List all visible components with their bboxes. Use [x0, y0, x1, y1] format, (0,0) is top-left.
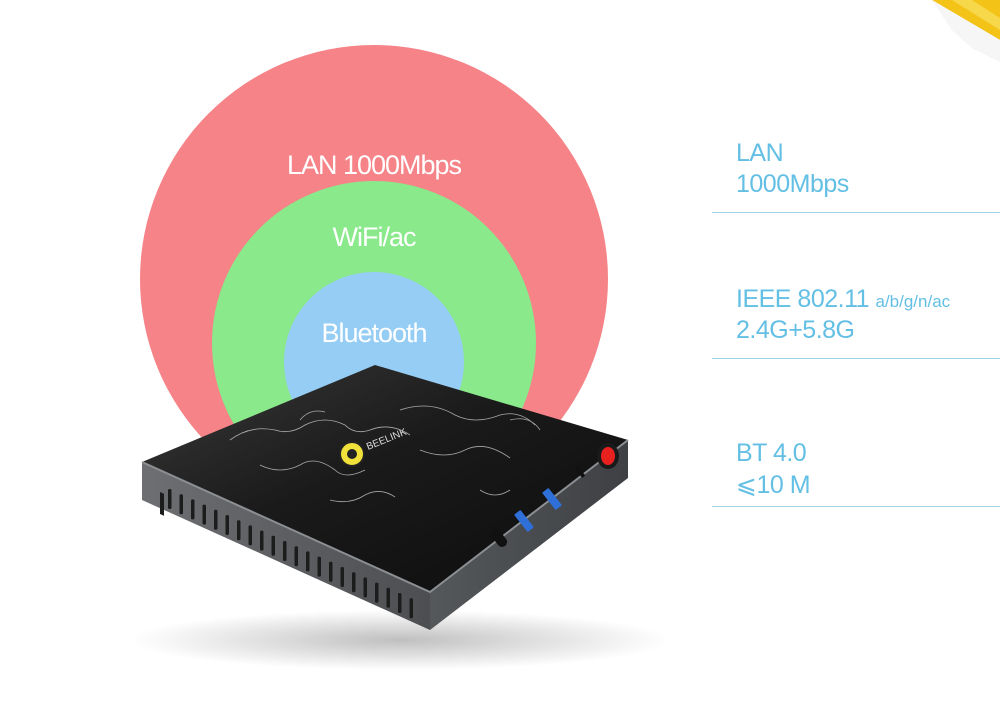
spec-lan-line2: 1000Mbps	[736, 170, 849, 198]
vent-slot	[329, 561, 333, 582]
bluetooth-ring-label: Bluetooth	[321, 318, 427, 348]
vent-slot	[283, 541, 287, 561]
power-button	[601, 447, 615, 465]
corner-peel-graphic	[932, 0, 1000, 62]
mini-pc-device: BEELINK	[130, 365, 670, 670]
device-shadow	[130, 610, 670, 670]
vent-slots	[168, 489, 413, 619]
vent-slot	[214, 509, 218, 530]
vent-slot	[409, 598, 413, 619]
lan-ring-label: LAN 1000Mbps	[286, 150, 462, 180]
vent-slot	[340, 567, 344, 587]
vent-slot	[260, 530, 264, 551]
spec-bluetooth: BT 4.0 ⩽10 M	[712, 358, 1000, 507]
wifi-ring-label: WiFi/ac	[332, 222, 417, 252]
world-map-pattern	[229, 405, 541, 503]
usb-port-1	[514, 510, 534, 532]
spec-wifi-standard: IEEE 802.11	[736, 285, 876, 313]
vent-slot	[386, 587, 390, 608]
vent-slot	[317, 556, 321, 577]
vent-slot	[191, 499, 195, 520]
usb-port-2	[542, 488, 562, 510]
spec-wifi-line1: IEEE 802.11 a/b/g/n/ac	[736, 284, 950, 317]
vent-slot	[271, 535, 275, 556]
side-vents	[160, 492, 164, 516]
vent-slot	[237, 520, 241, 541]
vent-slot	[202, 504, 206, 525]
vent-slot	[375, 582, 379, 603]
usb-c-port	[490, 529, 508, 547]
device-top-surface	[142, 365, 628, 592]
spec-bt-line1: BT 4.0	[736, 439, 807, 467]
vent-slot	[306, 551, 310, 572]
vent-slot	[225, 515, 229, 535]
vent-slot	[294, 546, 298, 567]
card-slot	[575, 466, 585, 478]
vent-slot	[398, 593, 402, 613]
spec-lan-line1: LAN	[736, 139, 784, 167]
vent-slot	[179, 494, 183, 515]
device-edge-highlight	[141, 439, 629, 594]
vent-slot	[352, 572, 356, 593]
vent-slot	[363, 577, 367, 598]
spec-wifi: IEEE 802.11 a/b/g/n/ac 2.4G+5.8G	[712, 212, 1000, 359]
vent-slot	[248, 525, 252, 546]
spec-wifi-modes: a/b/g/n/ac	[875, 292, 951, 311]
spec-bt-line2: ⩽10 M	[736, 471, 811, 499]
pinhole	[470, 550, 474, 554]
spec-wifi-line2: 2.4G+5.8G	[736, 316, 855, 344]
device-front-right-side	[430, 440, 628, 630]
vent-slot	[168, 489, 172, 509]
spec-lan: LAN 1000Mbps	[712, 0, 1000, 213]
